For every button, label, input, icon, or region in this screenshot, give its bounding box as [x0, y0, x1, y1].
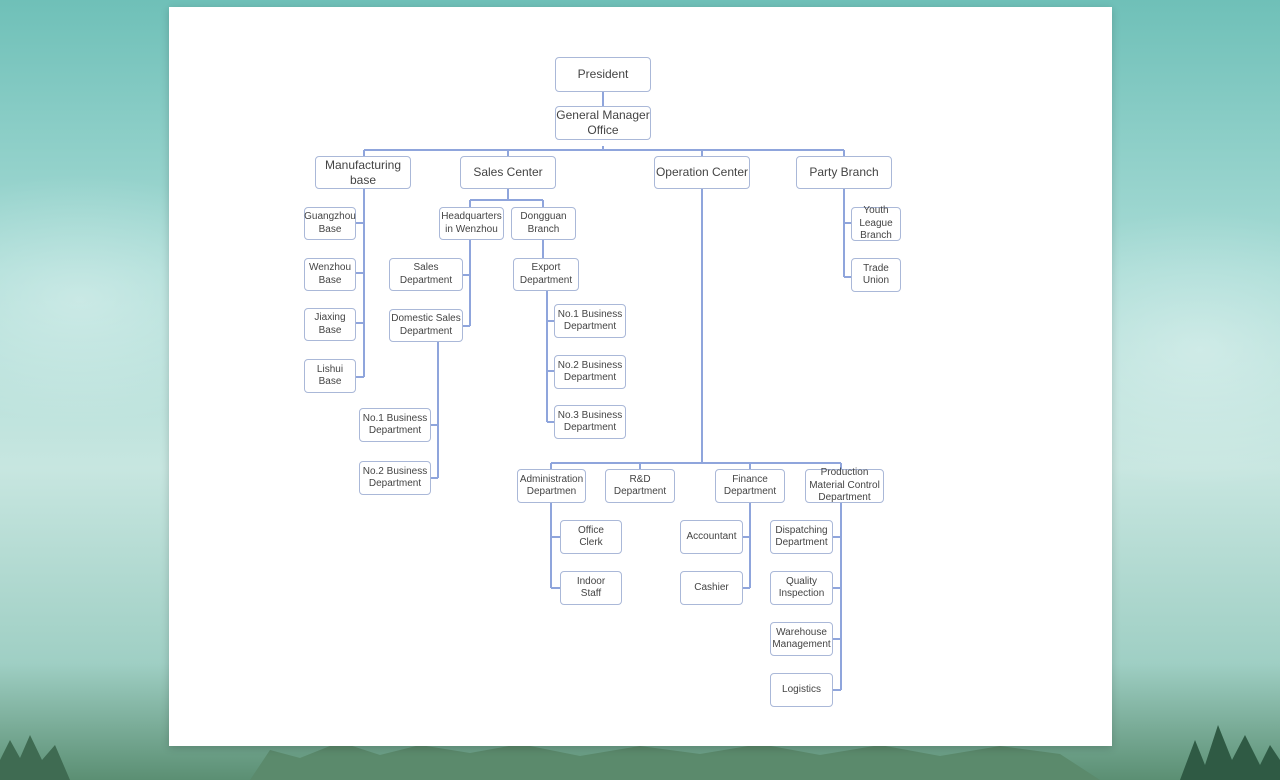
node-operation-center: Operation Center: [654, 156, 750, 189]
node-indoor-staff: Indoor Staff: [560, 571, 622, 605]
node-trade-union: Trade Union: [851, 258, 901, 292]
connector-lines: [356, 92, 851, 691]
node-headquarters-wenzhou: Headquarters in Wenzhou: [439, 207, 504, 240]
node-domestic-no2-business-department: No.2 Business Department: [359, 461, 431, 495]
node-dispatching-department: Dispatching Department: [770, 520, 833, 554]
node-export-no3-business-department: No.3 Business Department: [554, 405, 626, 439]
node-production-material-control-department: Production Material Control Department: [805, 467, 884, 503]
node-domestic-sales-department: Domestic Sales Department: [389, 309, 463, 342]
node-export-department: Export Department: [513, 258, 579, 291]
background-treeline: [0, 725, 1280, 780]
node-sales-center: Sales Center: [460, 156, 556, 189]
node-jiaxing-base: Jiaxing Base: [304, 308, 356, 341]
node-export-no1-business-department: No.1 Business Department: [554, 304, 626, 338]
node-lishui-base: Lishui Base: [304, 359, 356, 393]
node-guangzhou-base: Guangzhou Base: [304, 207, 356, 240]
node-party-branch: Party Branch: [796, 156, 892, 189]
org-chart-panel: President General Manager Office Manufac…: [169, 7, 1112, 746]
node-cashier: Cashier: [680, 571, 743, 605]
node-manufacturing-base: Manufacturing base: [315, 156, 411, 189]
node-rd-department: R&D Department: [605, 469, 675, 503]
node-quality-inspection: Quality Inspection: [770, 571, 833, 605]
node-export-no2-business-department: No.2 Business Department: [554, 355, 626, 389]
node-youth-league-branch: Youth League Branch: [851, 205, 901, 241]
node-sales-department: Sales Department: [389, 258, 463, 291]
node-general-manager-office: General Manager Office: [555, 106, 651, 140]
node-domestic-no1-business-department: No.1 Business Department: [359, 408, 431, 442]
node-office-clerk: Office Clerk: [560, 520, 622, 554]
node-accountant: Accountant: [680, 520, 743, 554]
node-president: President: [555, 57, 651, 92]
node-dongguan-branch: Dongguan Branch: [511, 207, 576, 240]
node-wenzhou-base: Wenzhou Base: [304, 258, 356, 291]
node-logistics: Logistics: [770, 673, 833, 707]
node-warehouse-management: Warehouse Management: [770, 622, 833, 656]
node-administration-department: Administration Departmen: [517, 469, 586, 503]
node-finance-department: Finance Department: [715, 469, 785, 503]
